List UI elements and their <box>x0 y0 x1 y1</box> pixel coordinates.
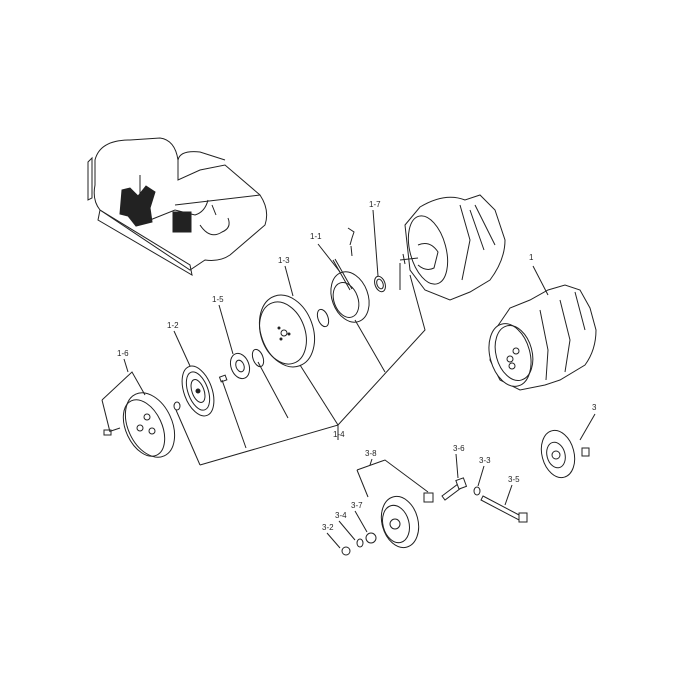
compressor-assembled <box>488 284 597 391</box>
part-3-8 <box>380 492 434 549</box>
part-1-1 <box>330 227 370 323</box>
label-3-6: 3-6 <box>453 444 465 453</box>
label-3-8: 3-8 <box>365 449 377 458</box>
part-3-2 <box>341 546 351 556</box>
part-3-3 <box>473 486 481 496</box>
label-1-2: 1-2 <box>167 321 179 330</box>
part-1-6 <box>103 392 176 458</box>
leader-lines <box>101 209 596 549</box>
label-3: 3 <box>592 403 597 412</box>
part-3-idler-assembled <box>540 429 590 479</box>
part-1-2 <box>181 365 215 417</box>
label-3-4: 3-4 <box>335 511 347 520</box>
part-3-7 <box>365 532 377 544</box>
label-3-2: 3-2 <box>322 523 334 532</box>
part-1-5 <box>229 352 251 380</box>
compressor-body-exploded <box>399 194 506 301</box>
label-1-5: 1-5 <box>212 295 224 304</box>
label-3-3: 3-3 <box>479 456 491 465</box>
label-1: 1 <box>529 253 534 262</box>
vehicle-overview <box>87 137 268 276</box>
part-3-4 <box>356 538 364 548</box>
part-3-5 <box>480 495 522 521</box>
label-1-1: 1-1 <box>310 232 322 241</box>
label-3-7: 3-7 <box>351 501 363 510</box>
label-1-6: 1-6 <box>117 349 129 358</box>
label-1-3: 1-3 <box>278 256 290 265</box>
label-1-7: 1-7 <box>369 200 381 209</box>
part-1-3 <box>258 294 316 368</box>
label-3-5: 3-5 <box>508 475 520 484</box>
label-1-4: 1-4 <box>333 430 345 439</box>
